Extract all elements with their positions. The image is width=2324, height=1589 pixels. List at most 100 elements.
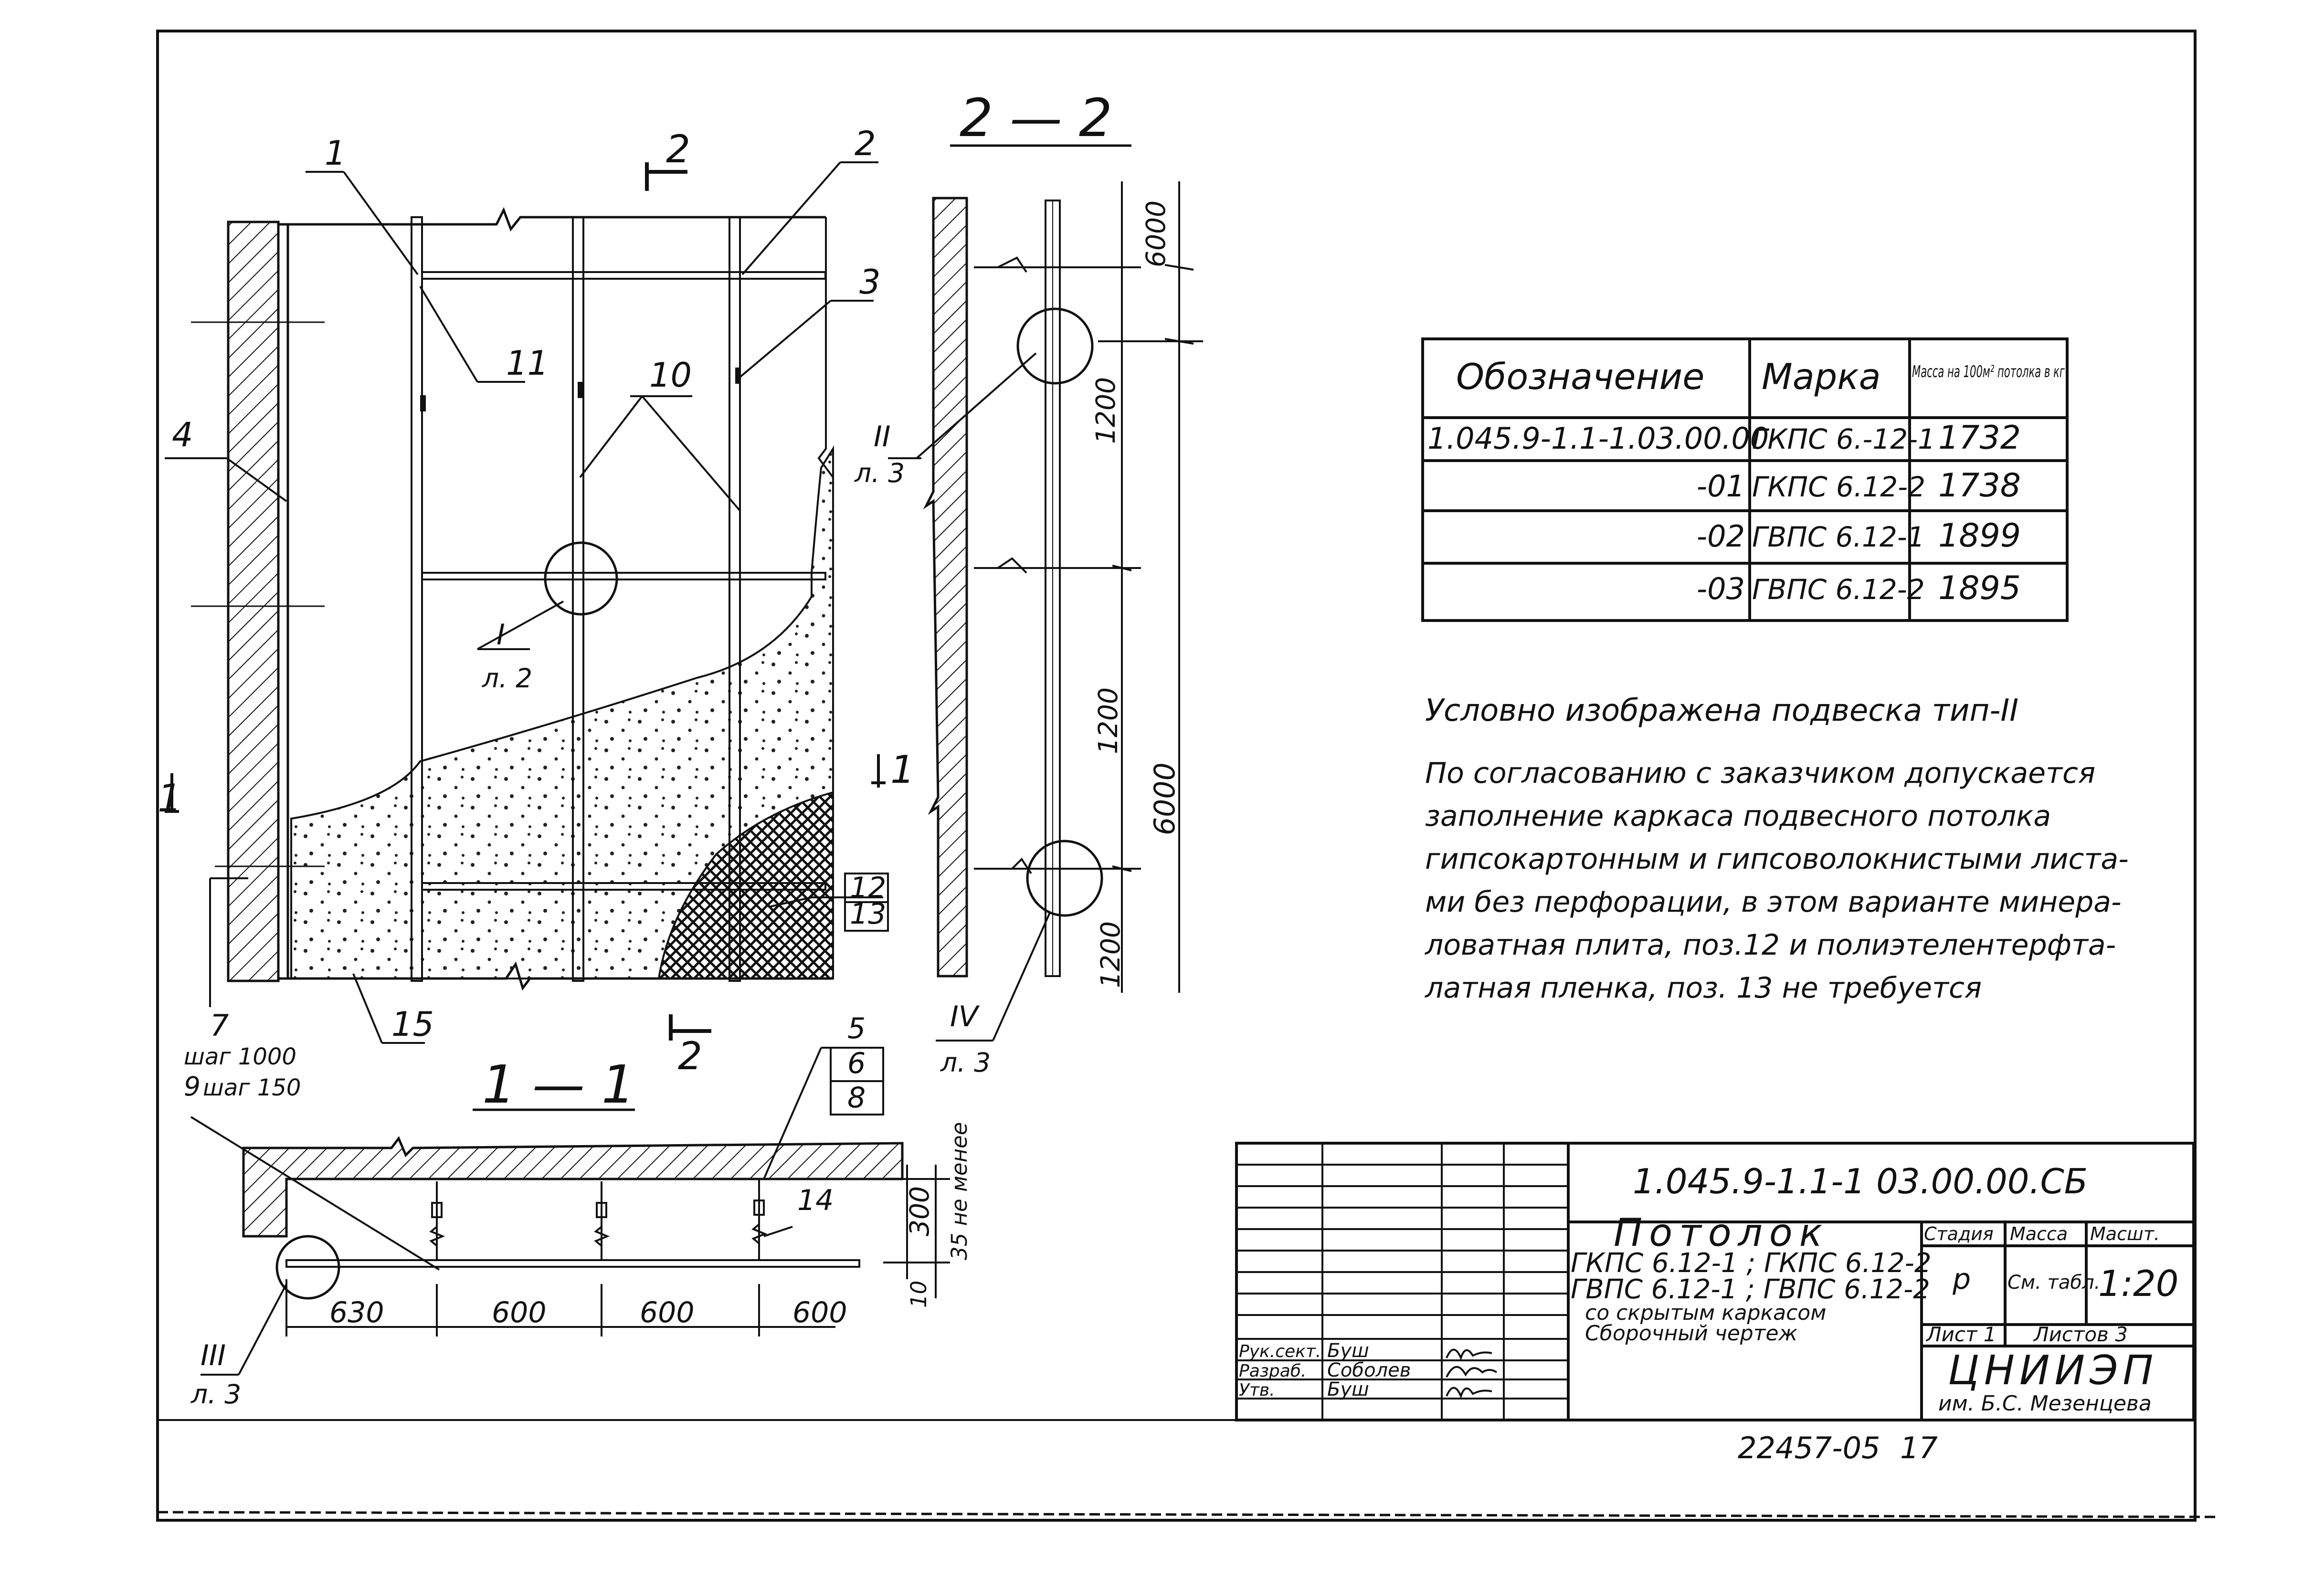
section-1-1-title: 1 — 1 — [482, 1054, 635, 1115]
sheet-number: Лист 1 — [1925, 1323, 1997, 1346]
cut-1-right: 1 — [890, 747, 915, 792]
role-2-name: Соболев — [1327, 1359, 1411, 1381]
hangers — [429, 1179, 768, 1260]
note-line-3: гипсокартонным и гипсоволокнистыми листа… — [1425, 842, 2129, 876]
dim-6000-top: 6000 — [1141, 200, 1171, 267]
table-row-3-brand: ГВПС 6.12-2 — [1752, 573, 1925, 606]
dim-600-c: 600 — [792, 1296, 847, 1329]
pos-14-label: 14 — [797, 1184, 834, 1217]
dim-1200-a: 1200 — [1090, 377, 1121, 444]
cut-2-top: 2 — [666, 127, 690, 171]
title-block — [1235, 1142, 2195, 1421]
filling-dotted — [290, 445, 834, 979]
col-mass: Масса — [2010, 1223, 2068, 1244]
section-2-2-title: 2 — 2 — [960, 87, 1112, 148]
table-row-2-brand: ГВПС 6.12-1 — [1752, 521, 1925, 553]
col-stage: Стадия — [1924, 1223, 1994, 1244]
table-row-2-mass: 1899 — [1938, 517, 2021, 555]
pos-7-label: 7 — [210, 1008, 229, 1043]
section-1-1 — [190, 1047, 950, 1376]
pos-11-label: 11 — [506, 344, 549, 383]
cut-1-left: 1 — [158, 776, 182, 821]
node-III-label: III — [201, 1339, 226, 1372]
dim-10: 10 — [906, 1281, 931, 1308]
table-row-1-designation: -01 — [1697, 469, 1745, 504]
mass-table — [1421, 337, 2069, 622]
cut-2-bottom: 2 — [678, 1034, 702, 1078]
table-row-0-brand: ГКПС 6.-12-1 — [1752, 423, 1935, 455]
sheets-total: Листов 3 — [2033, 1323, 2128, 1346]
node-I-label: I — [496, 618, 505, 652]
table-header-brand: Марка — [1762, 356, 1881, 398]
title-desc-1: ГКПС 6.12-1 ; ГКПС 6.12-2 — [1571, 1248, 1931, 1279]
node-II-sheet: л. 3 — [854, 458, 905, 488]
pos-13-label: 13 — [850, 897, 886, 931]
node-circle-IV — [1026, 840, 1103, 917]
wall-hatched — [227, 221, 280, 982]
pos-10-label: 10 — [649, 356, 692, 395]
pos-4-label: 4 — [172, 415, 193, 454]
org-subtitle: им. Б.С. Мезенцева — [1938, 1391, 2152, 1416]
org-name: ЦНИИЭП — [1948, 1347, 2158, 1394]
section-2-2 — [888, 144, 1203, 1042]
dim-6000-total: 6000 — [1148, 762, 1182, 835]
pos-6-label: 6 — [847, 1047, 866, 1080]
pos-1-label: 1 — [325, 134, 346, 173]
table-row-1-mass: 1738 — [1938, 467, 2021, 505]
note-line-2: заполнение каркаса подвесного потолка — [1425, 800, 2051, 833]
role-1: Рук.сект. — [1239, 1342, 1321, 1361]
dim-300: 300 — [904, 1186, 935, 1236]
title-code: 1.045.9-1.1-1 03.00.00.СБ — [1633, 1161, 2088, 1201]
page-number: 17 — [1900, 1431, 1938, 1465]
node-I-sheet: л. 2 — [482, 663, 532, 694]
horizontal-profiles — [421, 271, 826, 891]
dim-35: 35 не менее — [947, 1122, 972, 1260]
note-line-4: ми без перфорации, в этом варианте минер… — [1425, 885, 2122, 919]
plan-view — [165, 161, 889, 1044]
node-circle-I — [544, 541, 618, 616]
pos-3-label: 3 — [859, 263, 881, 302]
pos-2-label: 2 — [855, 124, 876, 163]
node-circle-II — [1016, 307, 1094, 385]
stage-value: р — [1952, 1263, 1971, 1296]
role-1-name: Буш — [1327, 1340, 1369, 1362]
note-line-5: ловатная плита, поз.12 и полиэтелентерфт… — [1425, 928, 2116, 962]
node-II-label: II — [874, 420, 890, 453]
pos-15-label: 15 — [391, 1005, 434, 1044]
dim-600-b: 600 — [640, 1296, 695, 1329]
dim-600-a: 600 — [492, 1296, 547, 1329]
mass-value: См. табл. — [2007, 1272, 2100, 1294]
role-2: Разраб. — [1239, 1361, 1306, 1381]
wall-section-2-2 — [923, 197, 968, 978]
table-row-0-mass: 1732 — [1938, 419, 2021, 457]
table-header-mass: Масса на 100м² потолка в кг — [1912, 362, 2065, 381]
mineral-wool-mesh — [657, 791, 834, 979]
table-row-3-designation: -03 — [1697, 571, 1745, 606]
pos-9-label: 9 — [184, 1071, 201, 1102]
ceiling-slab — [242, 1136, 904, 1238]
node-circle-III — [275, 1235, 340, 1300]
pos-12-label: 12 — [850, 871, 886, 905]
scale-value: 1:20 — [2098, 1263, 2178, 1305]
step-1000-label: шаг 1000 — [184, 1043, 296, 1070]
role-3: Утв. — [1239, 1380, 1275, 1400]
table-row-3-mass: 1895 — [1938, 569, 2021, 607]
table-row-2-designation: -02 — [1697, 519, 1745, 554]
title-desc-4: Сборочный чертеж — [1585, 1321, 1797, 1346]
col-scale: Масшт. — [2090, 1223, 2160, 1244]
title-desc-3: со скрытым каркасом — [1585, 1301, 1826, 1325]
pos-5-label: 5 — [847, 1012, 866, 1045]
pos-8-label: 8 — [847, 1081, 866, 1115]
step-150-label: шаг 150 — [203, 1074, 301, 1101]
table-header-designation: Обозначение — [1456, 356, 1704, 398]
dim-1200-c: 1200 — [1095, 921, 1126, 988]
node-IV-sheet: л. 3 — [940, 1047, 991, 1078]
table-row-1-brand: ГКПС 6.12-2 — [1752, 471, 1925, 503]
title-desc-2: ГВПС 6.12-1 ; ГВПС 6.12-2 — [1571, 1274, 1930, 1305]
dim-1200-b: 1200 — [1093, 687, 1123, 754]
doc-number: 22457-05 — [1738, 1431, 1880, 1465]
dim-630: 630 — [329, 1296, 384, 1329]
node-III-sheet: л. 3 — [190, 1379, 241, 1410]
signatures — [1446, 1348, 1498, 1399]
node-IV-label: IV — [950, 1000, 980, 1033]
